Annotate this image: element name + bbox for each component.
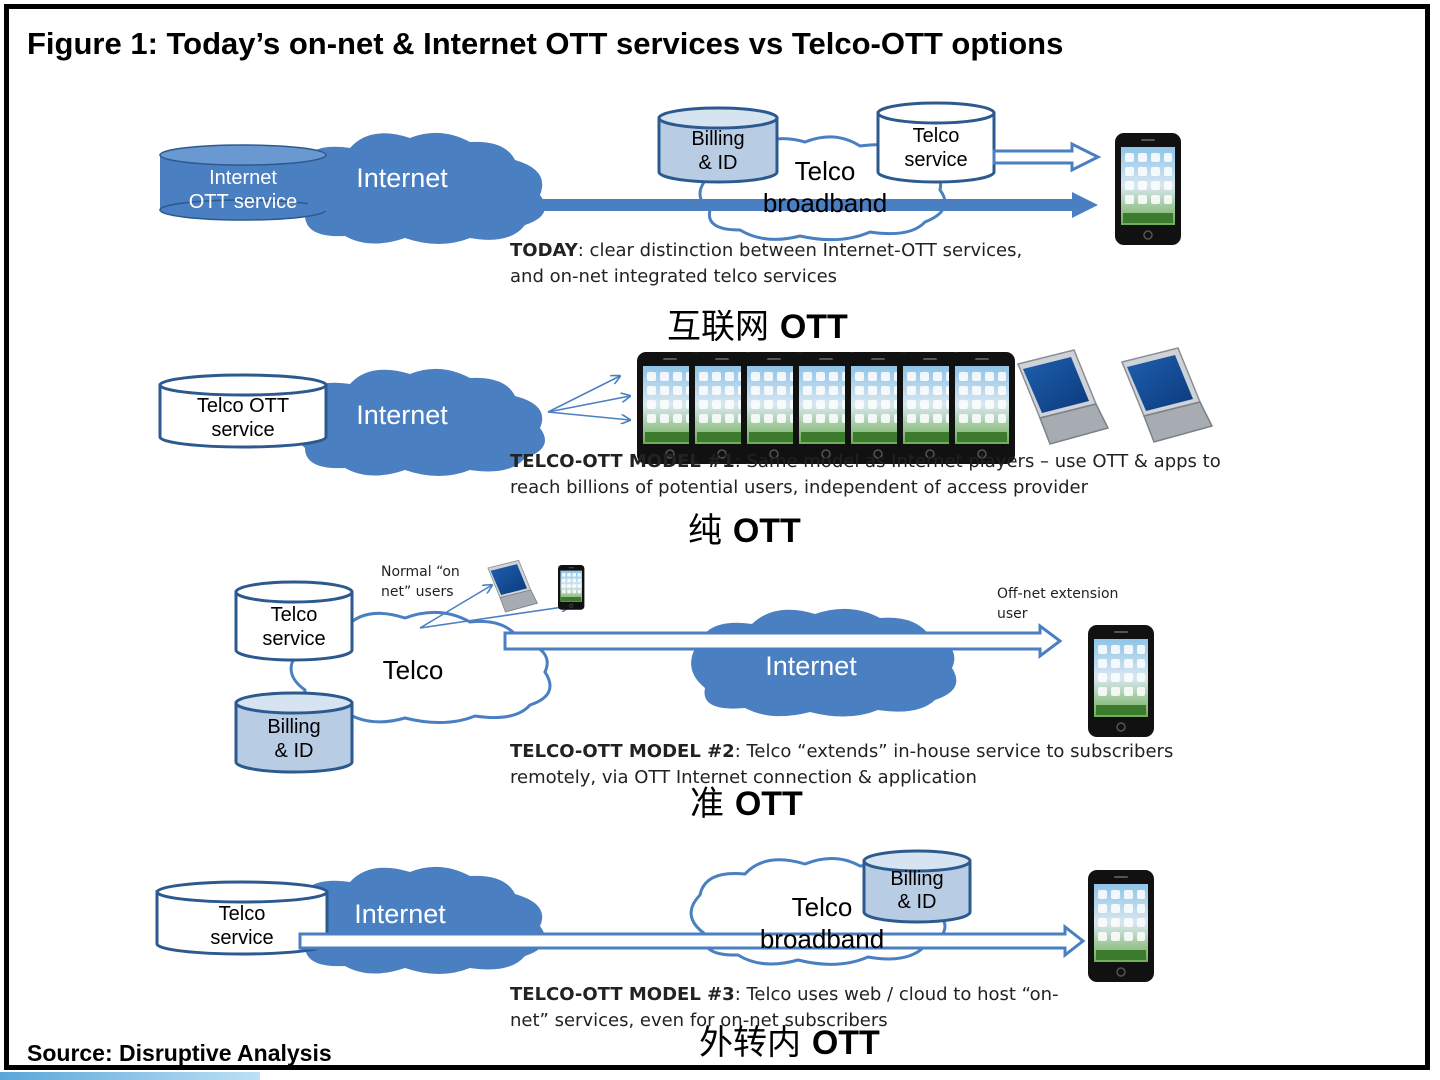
- today-caption: TODAY: clear distinction between Interne…: [510, 238, 1022, 290]
- billing-id-cylinder: [862, 849, 972, 924]
- billing-label-2: & ID: [699, 152, 738, 174]
- caption-text: : Telco “extends” in-house service to su…: [734, 741, 1174, 762]
- internet-cloud: [293, 132, 545, 244]
- bottom-accent-strip: [0, 1072, 260, 1080]
- cn-ott: OTT: [732, 512, 801, 550]
- internet-cloud-label: Internet: [356, 400, 448, 430]
- telco-service-cylinder: [155, 880, 329, 956]
- telco-service-label: Telco: [219, 903, 266, 925]
- caption-bold: TODAY: [510, 240, 578, 261]
- telco-service-arrow: [992, 141, 1102, 173]
- normal-users-line-1: Normal “on: [381, 564, 460, 580]
- model2-caption: TELCO-OTT MODEL #2: Telco “extends” in-h…: [510, 739, 1173, 791]
- internet-ott-service-cylinder: [159, 144, 327, 221]
- caption-line-2: net” services, even for on-net subscribe…: [510, 1010, 888, 1031]
- service-to-phone-arrow: [298, 923, 1086, 959]
- model3-caption: TELCO-OTT MODEL #3: Telco uses web / clo…: [510, 982, 1059, 1034]
- telco-service-label-2: service: [210, 927, 273, 949]
- broadband-label-2: broadband: [763, 188, 887, 218]
- telco-ott-service-cylinder: [158, 373, 328, 449]
- internet-cloud-label: Internet: [354, 899, 446, 929]
- telco-ott-service-label-2: service: [211, 419, 274, 441]
- offnet-arrow: [503, 623, 1063, 659]
- offnet-user-line-2: user: [997, 606, 1028, 622]
- billing-label: Billing: [691, 128, 744, 150]
- model1-row: Telco OTT service Internet: [158, 347, 1213, 476]
- cn-ott: OTT: [734, 785, 803, 823]
- model3-cn-label: 外转内 OTT: [699, 1015, 880, 1064]
- billing-id-cylinder: [234, 691, 354, 774]
- cn-label: 纯: [688, 511, 722, 551]
- broadband-label-2: broadband: [760, 924, 884, 954]
- on-net-arrows: [419, 585, 570, 629]
- model1-caption: TELCO-OTT MODEL #1: Same model as Intern…: [510, 449, 1221, 501]
- telco-service-label-2: service: [262, 628, 325, 650]
- telco-service-label: Telco: [271, 604, 318, 626]
- caption-bold: TELCO-OTT MODEL #3: [510, 984, 735, 1005]
- model3-row: Telco service Internet Telco broadband B…: [155, 849, 1155, 983]
- cn-ott: OTT: [779, 308, 848, 346]
- fan-out-arrows: [547, 376, 630, 420]
- billing-label: Billing: [267, 716, 320, 738]
- source-note: Source: Disruptive Analysis: [27, 1040, 332, 1066]
- caption-line-2: remotely, via OTT Internet connection & …: [510, 767, 977, 788]
- billing-id-cylinder: [657, 106, 779, 184]
- telco-service-label-2: service: [904, 149, 967, 171]
- model2-row: Telco service Billing & ID Telco Interne…: [234, 559, 1155, 774]
- caption-line-2: and on-net integrated telco services: [510, 266, 838, 287]
- frame-border: [4, 4, 1430, 1070]
- broadband-label: Telco: [792, 892, 853, 922]
- telco-service-cylinder: [234, 580, 354, 662]
- caption-bold: TELCO-OTT MODEL #2: [510, 741, 735, 762]
- caption-text: : clear distinction between Internet-OTT…: [577, 240, 1023, 261]
- telco-ott-service-label: Telco OTT: [197, 395, 289, 417]
- internet-cloud-label: Internet: [765, 651, 857, 681]
- today-cn-label: 互联网 OTT: [667, 299, 848, 348]
- internet-to-phone-arrow: [308, 192, 1098, 218]
- model2-cn-label: 准 OTT: [690, 776, 803, 825]
- caption-line-2: reach billions of potential users, indep…: [510, 477, 1088, 498]
- internet-cloud-label: Internet: [356, 163, 448, 193]
- caption-bold: TELCO-OTT MODEL #1: [510, 451, 735, 472]
- offnet-user-line-1: Off-net extension: [997, 586, 1119, 602]
- billing-label-2: & ID: [898, 891, 937, 913]
- offnet-user-label: Off-net extension user: [997, 584, 1118, 624]
- internet-cloud: [293, 368, 545, 476]
- cn-label: 准: [690, 784, 724, 824]
- billing-label-2: & ID: [275, 740, 314, 762]
- telco-cloud-label: Telco: [383, 655, 444, 685]
- internet-ott-service-label: Internet: [209, 167, 277, 189]
- internet-ott-service-label-2: OTT service: [189, 191, 298, 213]
- figure-title: Figure 1: Today’s on-net & Internet OTT …: [27, 26, 1064, 61]
- telco-service-cylinder: [876, 101, 996, 184]
- broadband-label: Telco: [795, 156, 856, 186]
- normal-users-line-2: net” users: [381, 584, 454, 600]
- today-row: Internet OTT service Internet Billing & …: [159, 101, 1182, 246]
- telco-service-label: Telco: [913, 125, 960, 147]
- normal-users-label: Normal “on net” users: [381, 562, 460, 602]
- caption-text: : Telco uses web / cloud to host “on-: [734, 984, 1059, 1005]
- caption-text: : Same model as Internet players – use O…: [734, 451, 1221, 472]
- cn-ott: OTT: [811, 1024, 880, 1062]
- cn-label: 外转内: [699, 1023, 801, 1063]
- model1-cn-label: 纯 OTT: [688, 503, 801, 552]
- billing-label: Billing: [890, 868, 943, 890]
- cn-label: 互联网: [667, 307, 769, 347]
